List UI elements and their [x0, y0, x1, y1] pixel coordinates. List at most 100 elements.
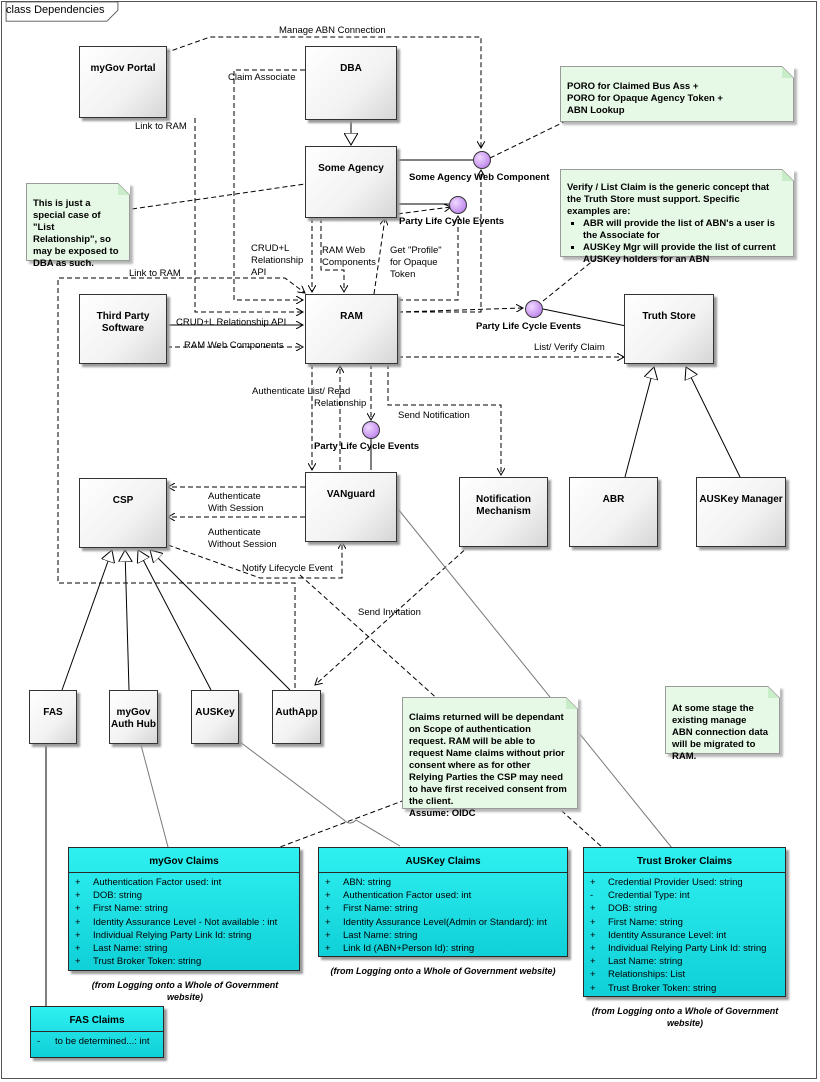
class-fas[interactable]: FAS — [29, 690, 77, 744]
trust-broker-claims-caption: (from Logging onto a Whole of Government… — [591, 1006, 779, 1028]
class-mygov-auth-hub[interactable]: myGov Auth Hub — [109, 690, 158, 744]
note-special-connector — [131, 183, 306, 210]
label-claim-associate: Claim Associate — [228, 72, 296, 83]
interface-some-agency-web-component[interactable] — [473, 151, 491, 169]
abr-to-truth — [624, 367, 654, 478]
attribute-row: -Credential Type: int — [590, 890, 690, 902]
attribute-row: +Trust Broker Token: string — [75, 956, 202, 968]
attribute-row: +First Name: string — [590, 916, 683, 928]
truth-plce-iface — [542, 308, 627, 327]
label-authenticate-list: Authenticate List/ Read Relationship — [252, 386, 367, 409]
mygov-claims-title: myGov Claims — [69, 848, 299, 873]
link-myGov-to-ram — [194, 118, 303, 312]
mygov-claims-caption: (from Logging onto a Whole of Government… — [91, 980, 279, 1002]
class-dba[interactable]: DBA — [305, 46, 397, 120]
auth-hub-to-csp — [125, 550, 129, 691]
class-vanguard[interactable]: VANguard — [305, 472, 397, 542]
class-some-agency[interactable]: Some Agency — [305, 146, 397, 218]
interface-label-plce-vanguard: Party Life Cycle Events — [314, 441, 420, 452]
interface-plce-vanguard[interactable] — [362, 421, 380, 439]
label-send-invitation: Send Invitation — [358, 607, 421, 618]
class-truth-store[interactable]: Truth Store — [624, 294, 714, 364]
label-send-notification: Send Notification — [398, 410, 470, 421]
attribute-row: +Identity Assurance Level - Not availabl… — [75, 916, 278, 928]
note-verify-items: ABR will provide the list of ABN's a use… — [567, 218, 783, 266]
class-auskey-claims[interactable]: AUSKey Claims +ABN: string +Authenticati… — [318, 847, 568, 957]
notification-send-invitation — [315, 544, 471, 685]
attribute-row: +Authentication Factor used: int — [325, 890, 472, 902]
label-notify-lifecycle-event: Notify Lifecycle Event — [242, 563, 333, 574]
attribute-row: +Last Name: string — [75, 942, 168, 954]
class-notification-mechanism[interactable]: Notification Mechanism — [459, 477, 548, 547]
ram-get-profile — [373, 218, 385, 295]
interface-plce-agency[interactable] — [449, 196, 467, 214]
ram-send-notification — [387, 364, 501, 475]
trust-broker-claims-title: Trust Broker Claims — [584, 848, 785, 873]
label-link-to-ram-1: Link to RAM — [135, 121, 187, 132]
class-auskey[interactable]: AUSKey — [191, 690, 239, 744]
class-authapp[interactable]: AuthApp — [272, 690, 321, 744]
verify-note-connector — [542, 254, 601, 302]
attribute-row: +Identity Assurance Level: int — [590, 929, 727, 941]
mygov-claims-attributes: +Authentication Factor used: int +DOB: s… — [69, 873, 299, 969]
interface-label-plce-agency: Party Life Cycle Events — [399, 216, 505, 227]
attribute-row: +First Name: string — [325, 903, 418, 915]
attribute-row: +Last Name: string — [590, 956, 683, 968]
class-third-party-software[interactable]: Third Party Software — [79, 294, 167, 364]
note-verify-list-claim: Verify / List Claim is the generic conce… — [560, 169, 794, 265]
attribute-row: +Relationships: List — [590, 969, 686, 981]
ram-to-agency-plce — [398, 216, 458, 301]
label-crud-l-relationship-api: CRUD+L Relationship API — [251, 243, 304, 278]
class-fas-claims[interactable]: FAS Claims -to be determined...: int — [30, 1006, 164, 1058]
label-manage-abn-connection: Manage ABN Connection — [279, 25, 386, 36]
trust-broker-claims-attributes: +Credential Provider Used: string -Crede… — [584, 873, 785, 996]
label-get-profile: Get "Profile" for Opaque Token — [390, 245, 442, 280]
fas-claims-attributes: -to be determined...: int — [31, 1032, 163, 1049]
class-trust-broker-claims[interactable]: Trust Broker Claims +Credential Provider… — [583, 847, 786, 997]
attribute-row: -to be determined...: int — [37, 1036, 150, 1047]
note-claims-returned: Claims returned will be dependant on Sco… — [402, 697, 578, 819]
auskeymgr-to-truth — [686, 367, 741, 478]
agency-ram-web — [320, 218, 344, 292]
attribute-row: +ABN: string — [325, 877, 392, 888]
note-manage-abn-migration: At some stage the existing manage ABN co… — [665, 686, 780, 762]
auskey-claims-attributes: +ABN: string +Authentication Factor used… — [319, 873, 567, 956]
diagram-title: class Dependencies — [6, 4, 105, 16]
attribute-row: +DOB: string — [590, 903, 658, 915]
class-auskey-manager[interactable]: AUSKey Manager — [696, 477, 786, 547]
class-csp[interactable]: CSP — [79, 478, 167, 548]
attribute-row: +Identity Assurance Level(Admin or Stand… — [325, 916, 547, 928]
attribute-row: +Individual Relying Party Link Id: strin… — [75, 929, 252, 941]
attribute-row: +DOB: string — [75, 890, 143, 902]
ram-to-web-iface — [398, 170, 481, 313]
class-mygov-claims[interactable]: myGov Claims +Authentication Factor used… — [68, 847, 300, 971]
auskey-to-auskey-claims — [239, 741, 401, 847]
label-ram-web-components-horizontal: RAM Web Components — [184, 340, 284, 351]
claims-note-connector-left — [279, 799, 406, 848]
class-ram[interactable]: RAM — [305, 294, 398, 364]
label-link-to-ram-2: Link to RAM — [129, 268, 181, 279]
interface-label-some-agency-web: Some Agency Web Component — [409, 172, 550, 183]
label-authenticate-without-session: Authenticate Without Session — [208, 527, 277, 550]
fas-claims-title: FAS Claims — [31, 1007, 163, 1032]
agency-to-plce — [365, 207, 451, 219]
interface-label-plce-ram: Party Life Cycle Events — [476, 321, 582, 332]
interface-plce-ram[interactable] — [525, 300, 543, 318]
attribute-row: +Credential Provider Used: string — [590, 877, 743, 888]
attribute-row: +Authentication Factor used: int — [75, 877, 222, 888]
label-crud-l-relationship-api-horizontal: CRUD+L Relationship API — [176, 317, 287, 328]
auskey-claims-caption: (from Logging onto a Whole of Government… — [330, 966, 556, 976]
link-claim-associate — [233, 69, 305, 300]
diagram-tab — [5, 1, 119, 22]
class-abr[interactable]: ABR — [569, 477, 658, 547]
attribute-row: +Last Name: string — [325, 929, 418, 941]
label-list-verify-claim: List/ Verify Claim — [534, 342, 605, 353]
ram-plce-dep — [397, 308, 523, 313]
fas-to-csp — [61, 550, 112, 691]
vanguard-to-trust-broker — [397, 508, 673, 849]
poro-note-connector — [489, 120, 567, 159]
class-mygov-portal[interactable]: myGov Portal — [79, 46, 167, 118]
note-special-case: This is just a special case of "List Rel… — [26, 183, 130, 269]
